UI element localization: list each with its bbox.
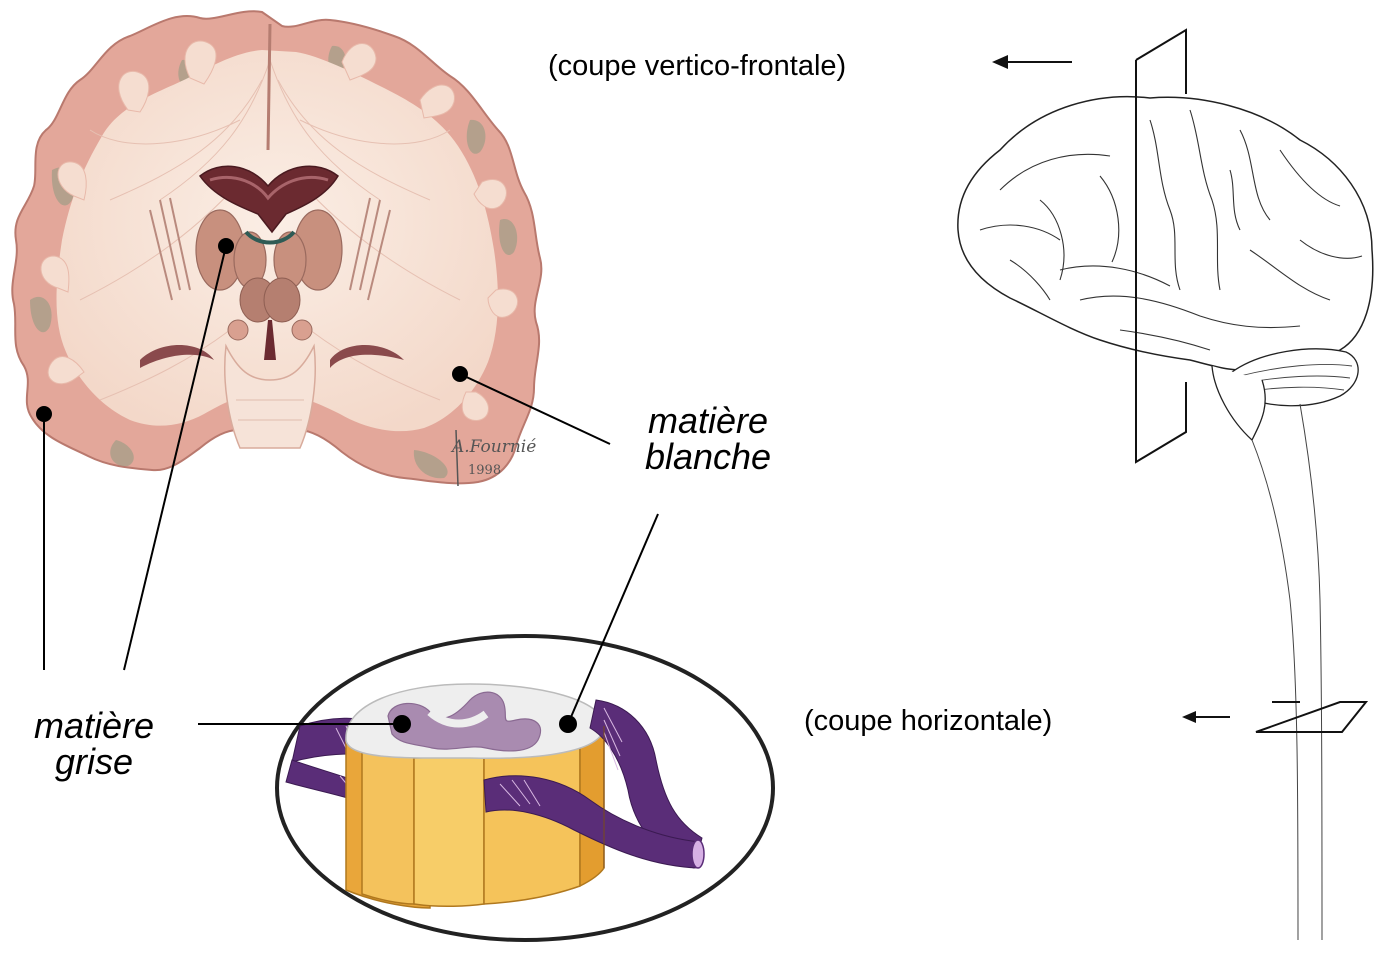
- label-matiere-grise-line1: matière: [14, 708, 174, 744]
- marker-dot: [559, 715, 577, 733]
- leader-gray-nuclei: [124, 246, 226, 670]
- marker-dot: [393, 715, 411, 733]
- label-matiere-grise-line2: grise: [14, 744, 174, 780]
- label-matiere-blanche-line2: blanche: [628, 439, 788, 475]
- label-coupe-horizontale: (coupe horizontale): [804, 707, 1052, 736]
- label-matiere-blanche-line1: matière: [628, 403, 788, 439]
- label-matiere-blanche: matière blanche: [628, 403, 788, 475]
- marker-dot: [218, 238, 234, 254]
- label-matiere-grise: matière grise: [14, 708, 174, 780]
- marker-dot: [36, 406, 52, 422]
- marker-dot: [452, 366, 468, 382]
- leader-white-cord: [568, 514, 658, 724]
- label-coupe-vertico-frontale: (coupe vertico-frontale): [548, 52, 846, 81]
- leader-white-brain: [460, 374, 610, 444]
